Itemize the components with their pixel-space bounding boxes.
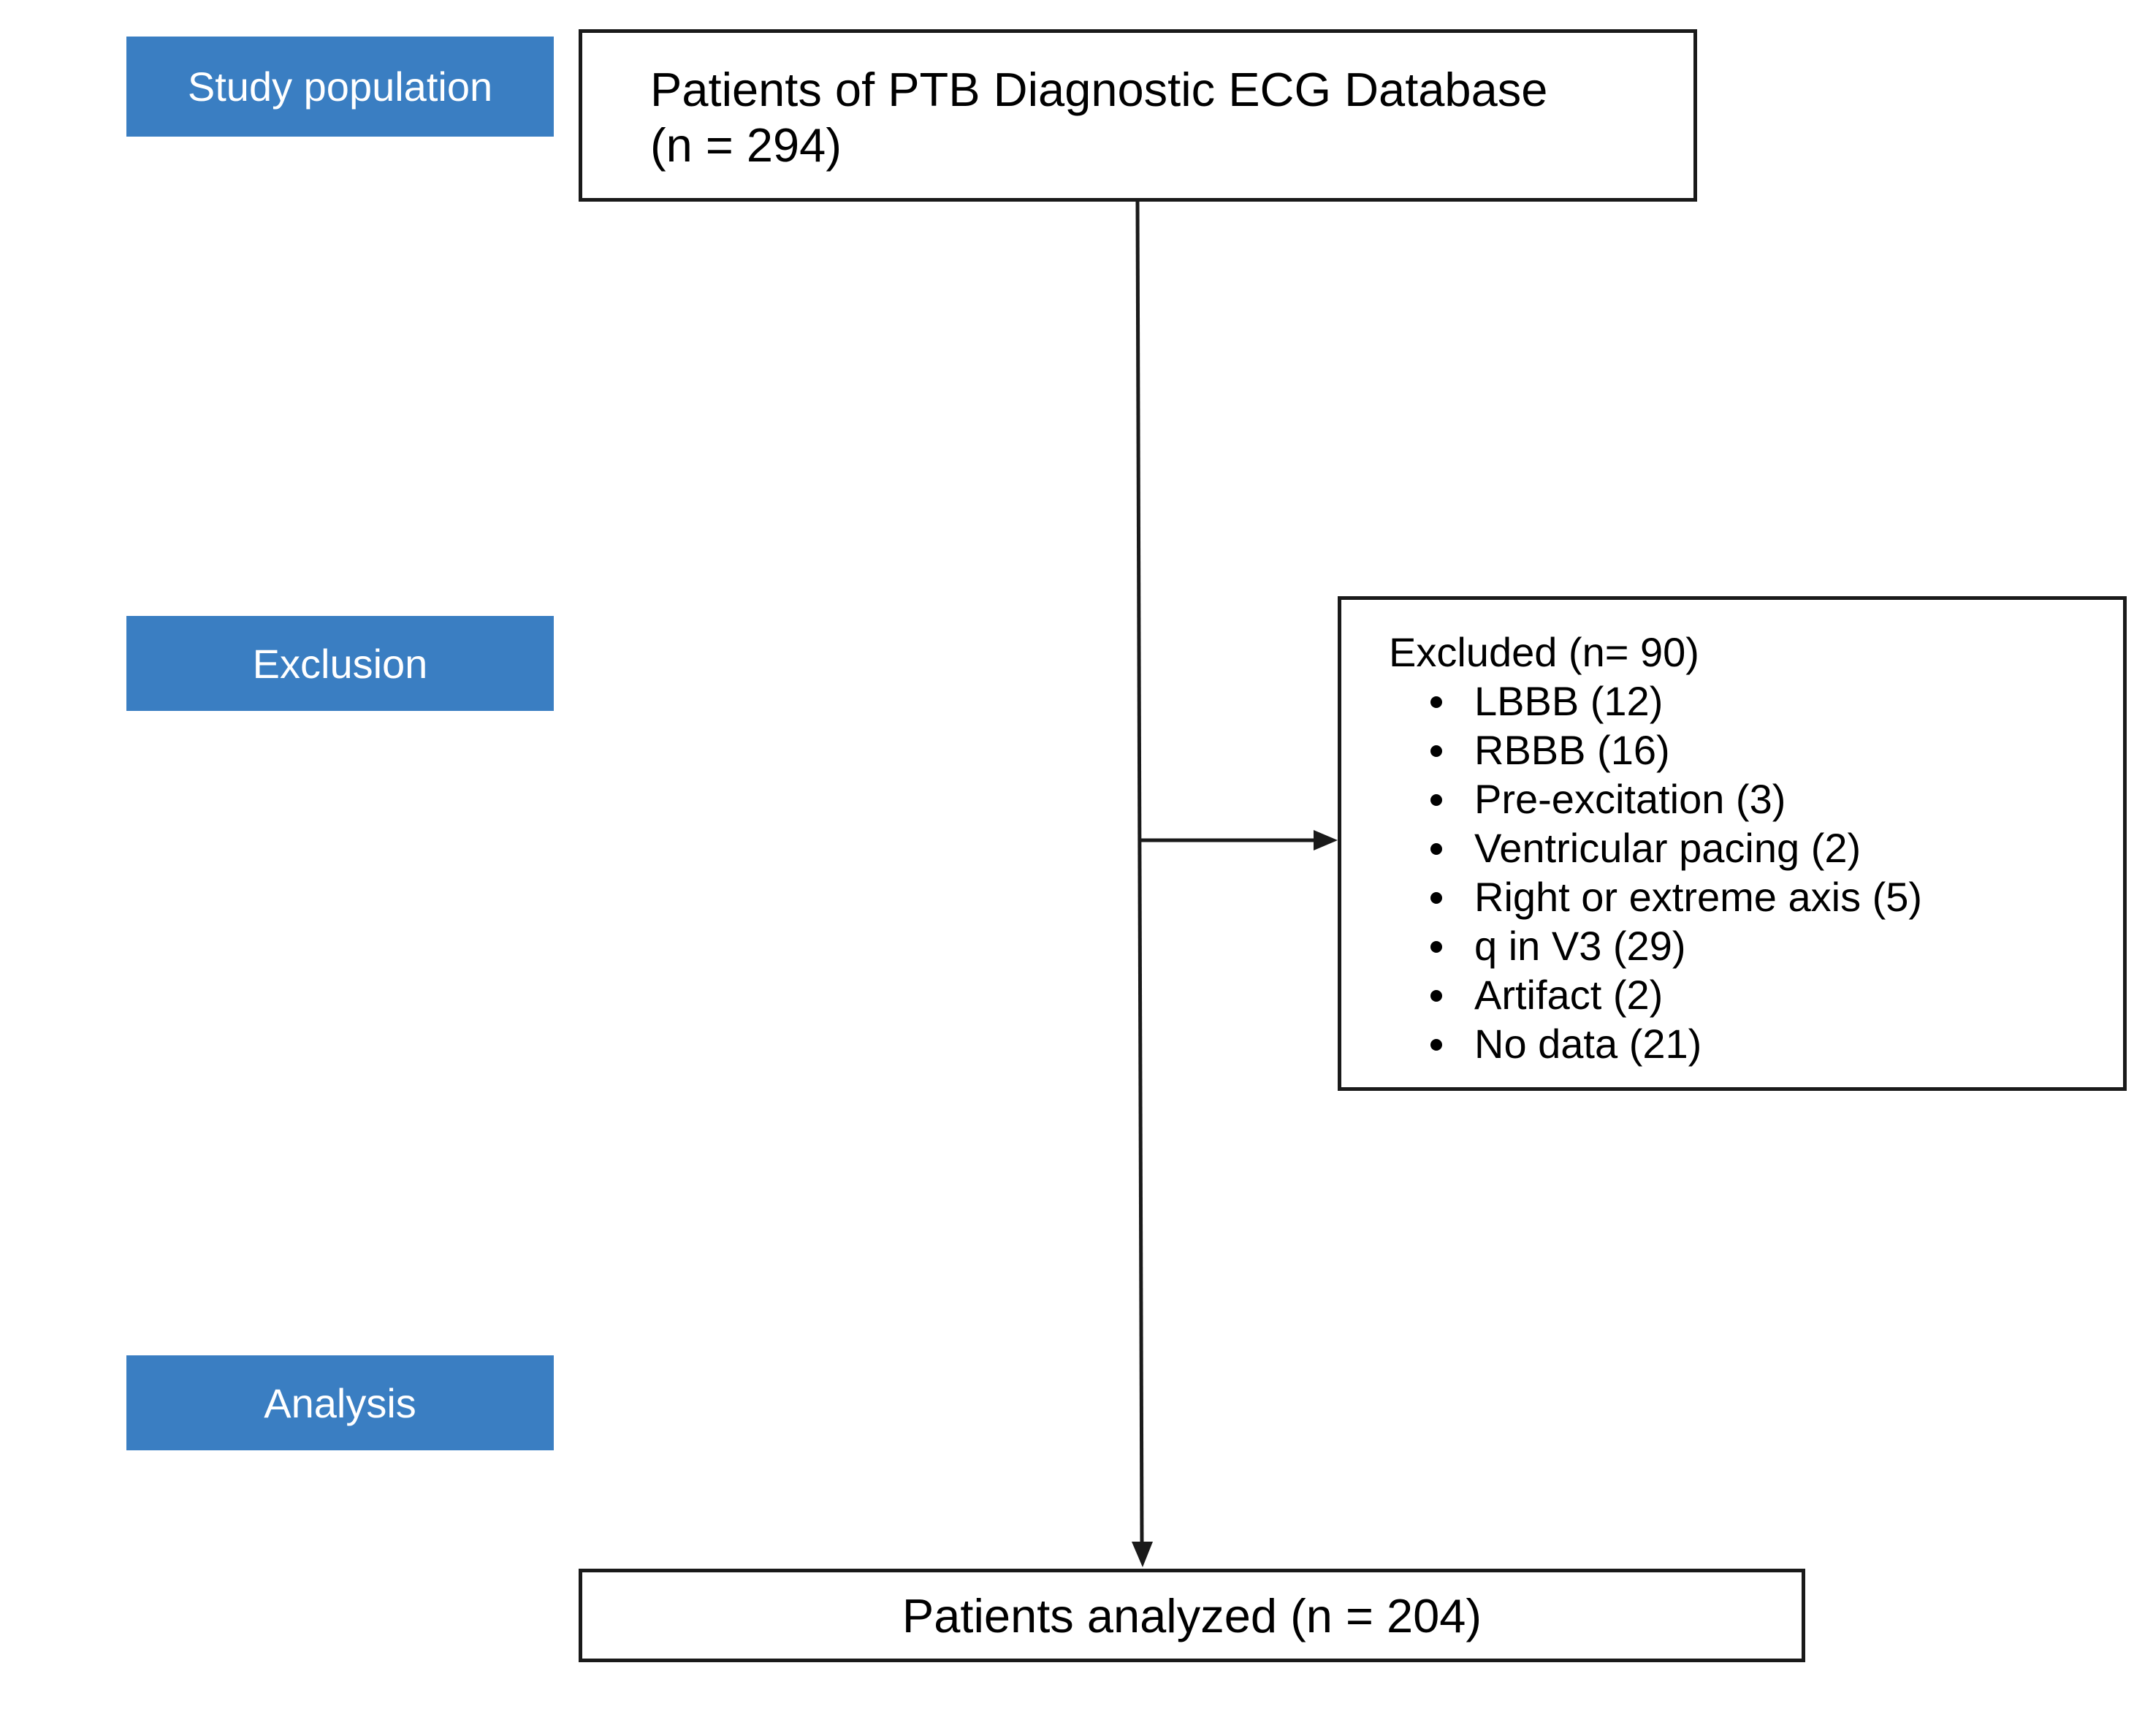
excluded-item-no-data: No data (21) — [1389, 1019, 2123, 1068]
excluded-box: Excluded (n= 90) LBBB (12) RBBB (16) Pre… — [1338, 596, 2127, 1091]
down-arrowhead — [1132, 1542, 1153, 1567]
analyzed-label: Patients analyzed (n = 204) — [902, 1588, 1482, 1642]
excluded-item-ventricular-pacing: Ventricular pacing (2) — [1389, 823, 2123, 872]
excluded-item-q-in-v3: q in V3 (29) — [1389, 921, 2123, 970]
right-arrowhead — [1314, 830, 1338, 850]
excluded-item-lbbb: LBBB (12) — [1389, 677, 2123, 726]
analyzed-box: Patients analyzed (n = 204) — [579, 1569, 1805, 1662]
population-box: Patients of PTB Diagnostic ECG Database … — [579, 29, 1697, 202]
stage-label-exclusion: Exclusion — [126, 616, 554, 711]
excluded-item-pre-excitation: Pre-excitation (3) — [1389, 774, 2123, 823]
excluded-heading: Excluded (n= 90) — [1389, 629, 1699, 675]
excluded-item-right-or-extreme-axis: Right or extreme axis (5) — [1389, 872, 2123, 921]
excluded-item-artifact: Artifact (2) — [1389, 970, 2123, 1019]
main-flow-line — [1135, 201, 1144, 1542]
population-count: (n = 294) — [650, 118, 842, 172]
excluded-list: LBBB (12) RBBB (16) Pre-excitation (3) V… — [1389, 677, 2123, 1068]
excluded-item-rbbb: RBBB (16) — [1389, 726, 2123, 774]
stage-label-analysis: Analysis — [126, 1355, 554, 1450]
stage-label-study-population: Study population — [126, 37, 554, 137]
population-title: Patients of PTB Diagnostic ECG Database — [650, 63, 1548, 116]
